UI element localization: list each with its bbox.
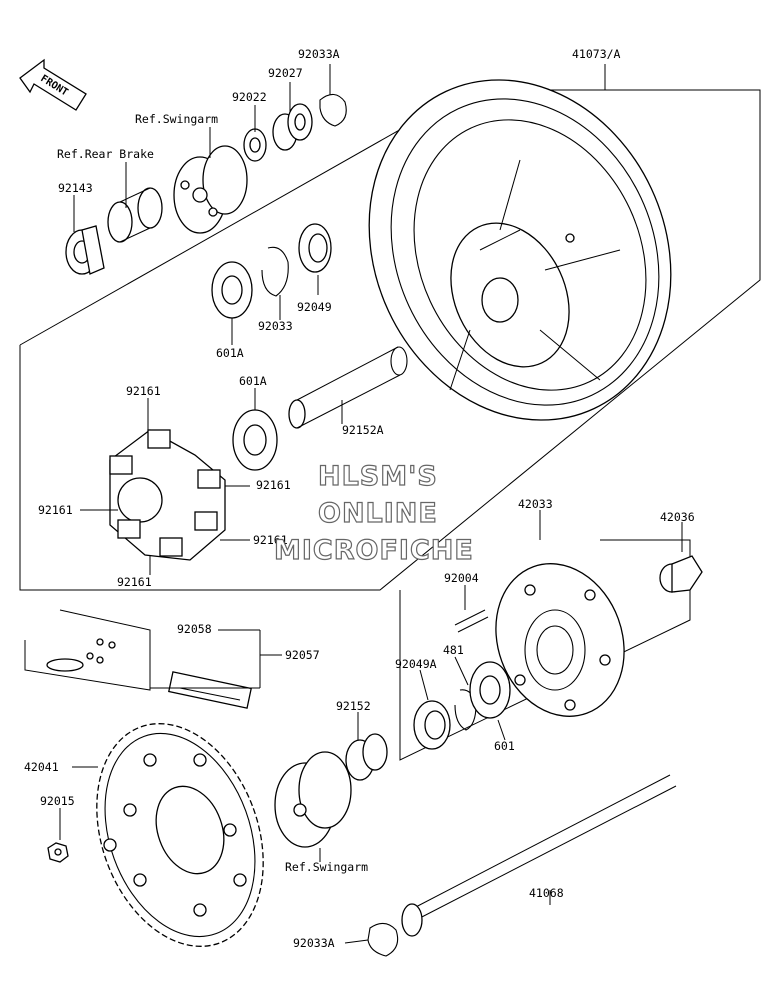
label-42036: 42036	[660, 510, 695, 524]
label-92033A-bottom: 92033A	[293, 936, 335, 950]
label-ref-swingarm-top: Ref.Swingarm	[135, 112, 219, 126]
label-92049: 92049	[297, 300, 332, 314]
label-41068: 41068	[529, 886, 564, 900]
label-601A-upper: 601A	[216, 346, 244, 360]
drive-chain	[24, 609, 252, 709]
label-42033: 42033	[518, 497, 553, 511]
watermark-line-3: MICROFICHE	[273, 535, 474, 566]
label-92152: 92152	[336, 699, 371, 713]
sprocket-42041	[96, 723, 264, 947]
leader-lines	[59, 64, 683, 944]
label-ref-rear-brake: Ref.Rear Brake	[57, 147, 154, 161]
nut-92015	[47, 842, 69, 863]
label-92143: 92143	[58, 181, 93, 195]
bearing-601A-upper	[211, 261, 253, 319]
label-92161-top: 92161	[126, 384, 161, 398]
collar-92027	[272, 103, 313, 151]
collar-rear-brake	[107, 187, 163, 243]
label-42041: 42041	[24, 760, 59, 774]
label-601A-lower: 601A	[239, 374, 267, 388]
seal-92049	[298, 223, 332, 273]
label-92033: 92033	[258, 319, 293, 333]
circlip-92033	[261, 246, 289, 297]
label-ref-swingarm-bottom: Ref.Swingarm	[285, 860, 369, 874]
label-92033A-top: 92033A	[298, 47, 340, 61]
stud-92004	[454, 609, 489, 633]
front-arrow-icon: FRONT	[19, 58, 87, 111]
label-92161-right2: 92161	[253, 533, 288, 547]
collar-92152	[345, 733, 388, 781]
caliper-bracket-top	[173, 145, 248, 234]
label-92161-right1: 92161	[256, 478, 291, 492]
label-92022: 92022	[232, 90, 267, 104]
wheel-assembly-outline	[19, 89, 761, 591]
collar-42036	[659, 555, 703, 593]
damper-rubber-92161	[109, 429, 226, 561]
label-92161-left: 92161	[38, 503, 73, 517]
label-92049A: 92049A	[395, 657, 437, 671]
label-92004: 92004	[444, 571, 479, 585]
wheel-rim	[368, 79, 672, 421]
seal-92049A	[413, 700, 451, 750]
coupling-hub-42033	[495, 563, 625, 717]
watermark-line-2: ONLINE	[317, 498, 438, 529]
label-92027: 92027	[268, 66, 303, 80]
label-92057: 92057	[285, 648, 320, 662]
label-601: 601	[494, 739, 515, 753]
caliper-bracket-bottom	[274, 751, 352, 848]
bearing-601	[469, 661, 511, 719]
spacer-tube-92152A	[288, 346, 408, 429]
label-481: 481	[443, 643, 464, 657]
label-92015: 92015	[40, 794, 75, 808]
clip-92033A-top	[319, 93, 347, 127]
label-92058: 92058	[177, 622, 212, 636]
label-92161-bottom: 92161	[117, 575, 152, 589]
clip-92033A-bottom	[367, 922, 399, 957]
label-41073A: 41073/A	[572, 47, 621, 61]
bearing-601A-lower	[232, 409, 278, 471]
label-92152A: 92152A	[342, 423, 384, 437]
axle-41068	[401, 774, 677, 937]
watermark-line-1: HLSM'S	[317, 461, 438, 492]
spacer-92143	[65, 225, 105, 275]
hub-assembly-outline	[399, 539, 691, 761]
